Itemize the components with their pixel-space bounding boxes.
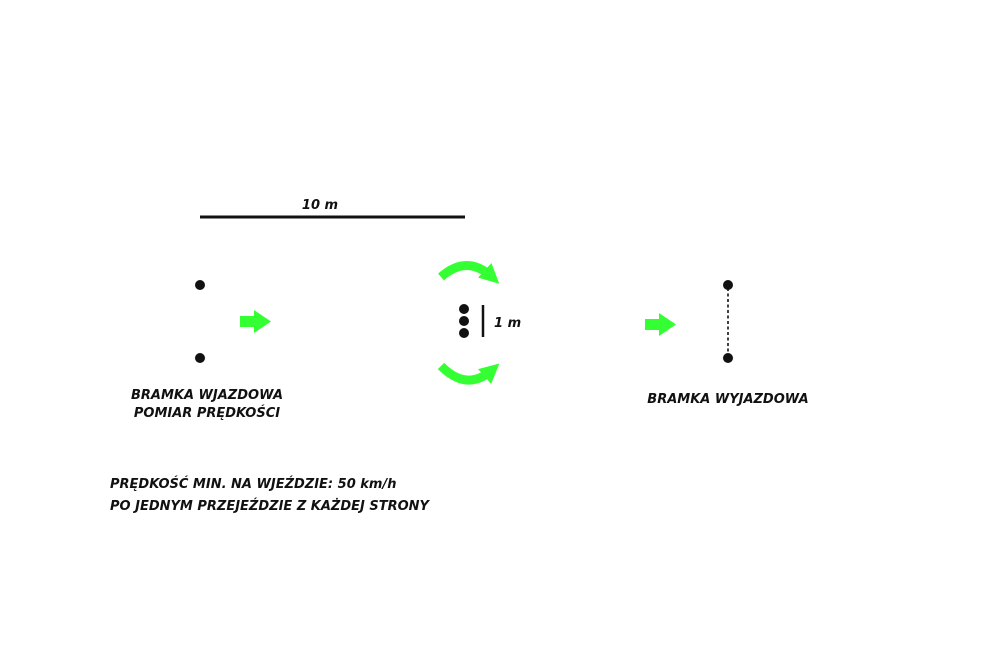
exit-gate-label: BRAMKA WYJAZDOWA (647, 392, 808, 407)
entry-gate-label-line1: BRAMKA WJAZDOWA (131, 388, 283, 403)
entry-gate-label-line2: POMIAR PRĘDKOŚCI (134, 405, 280, 421)
exit-gate-cone-bottom (723, 353, 733, 363)
entry-gate-cone-bottom (195, 353, 205, 363)
entry-direction-arrow-icon (240, 310, 271, 333)
spacing-label: 1 m (494, 316, 521, 331)
exit-direction-arrow-icon (645, 313, 676, 336)
middle-cone-3 (459, 328, 469, 338)
distance-label: 10 m (302, 198, 338, 213)
entry-gate-cone-top (195, 280, 205, 290)
curved-arrow-bottom-icon (437, 362, 500, 385)
middle-cone-1 (459, 304, 469, 314)
notes-line1: PRĘDKOŚĆ MIN. NA WJEŹDZIE: 50 km/h (110, 476, 396, 492)
exit-gate-cone-top (723, 280, 733, 290)
curved-arrow-top-icon (438, 261, 500, 284)
middle-cone-2 (459, 316, 469, 326)
notes-line2: PO JEDNYM PRZEJEŹDZIE Z KAŻDEJ STRONY (110, 498, 431, 514)
